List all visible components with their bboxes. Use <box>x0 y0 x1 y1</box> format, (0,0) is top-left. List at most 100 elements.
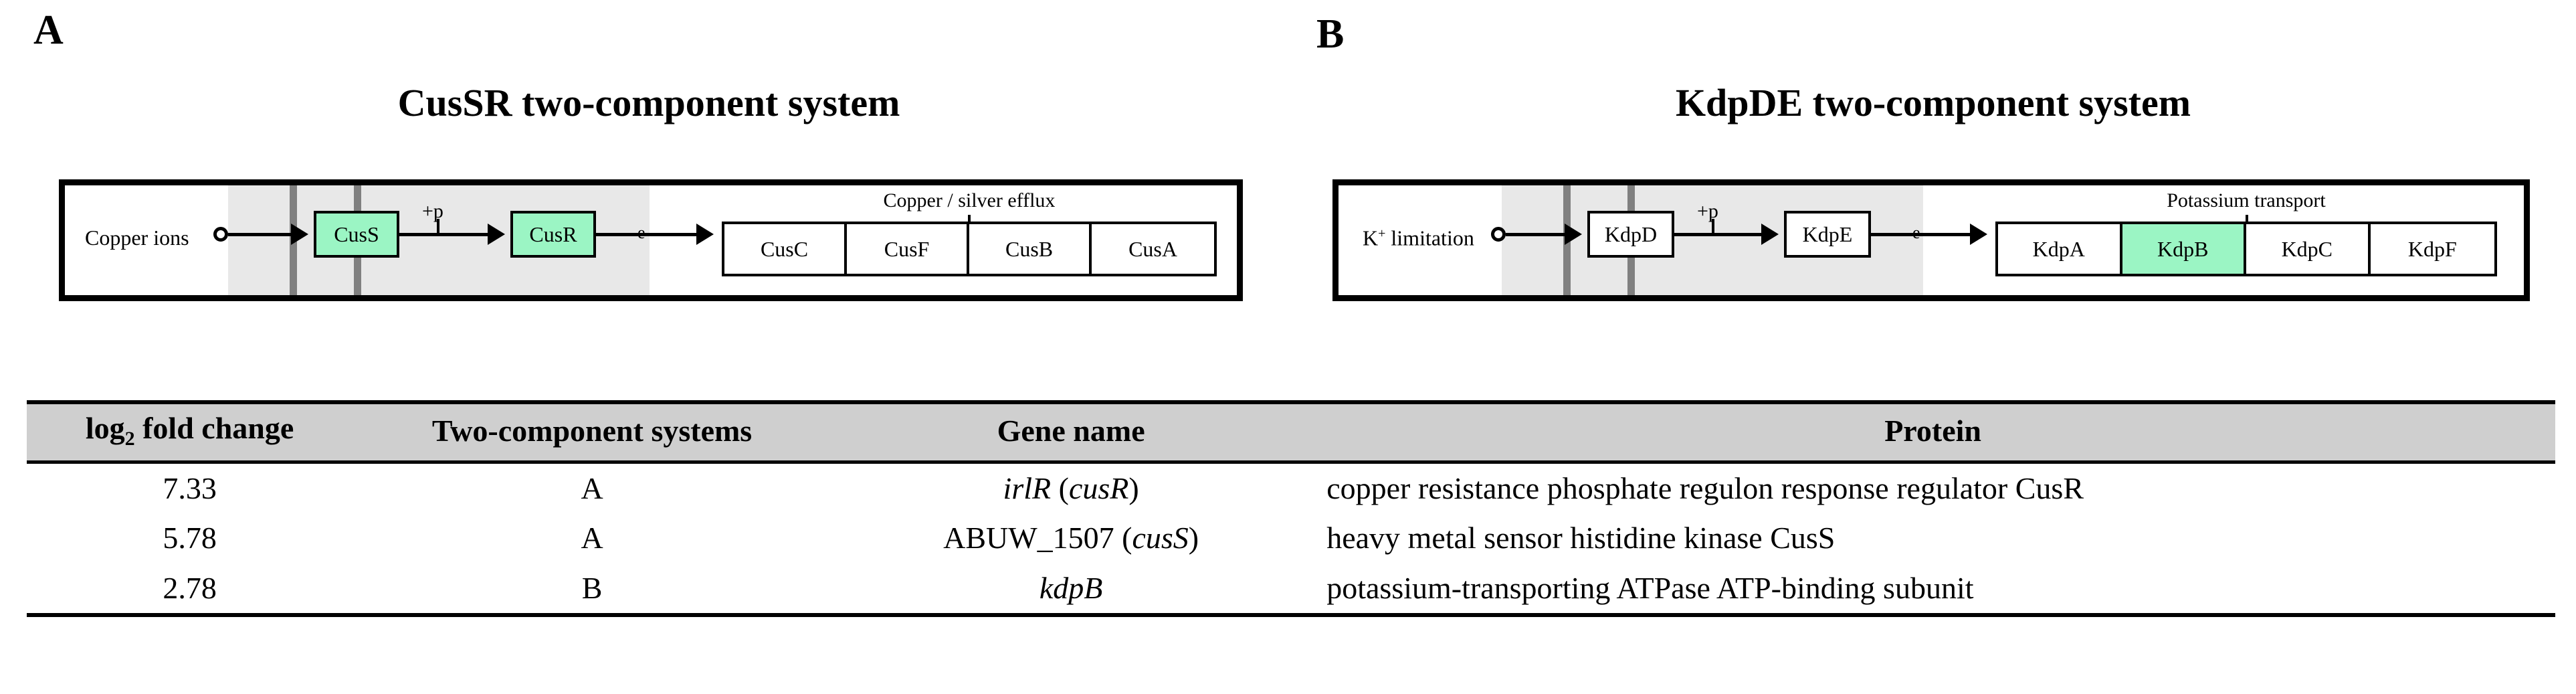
cluster-cell-kdpc: KdpC <box>2246 224 2371 274</box>
gene-plain: ABUW_1507 <box>943 521 1114 555</box>
gene-paren-close: ) <box>1188 521 1199 555</box>
cluster-cell-kdpb: KdpB <box>2122 224 2247 274</box>
node-sensor-cuss: CusS <box>314 211 399 258</box>
cell-tcs: B <box>353 563 832 618</box>
header-subscript: 2 <box>124 428 135 450</box>
cluster-cell-label: KdpB <box>2157 237 2209 261</box>
column-header-fold-change: log2 fold change <box>27 400 353 464</box>
stimulus-text: K <box>1363 226 1379 250</box>
connector-line-to-cluster <box>596 233 698 236</box>
node-label: CusS <box>334 222 379 246</box>
stimulus-circle-icon <box>213 227 228 242</box>
column-header-protein: Protein <box>1310 400 2555 464</box>
panel-letter-b: B <box>1316 11 1345 57</box>
phospho-text: +p <box>1697 200 1718 222</box>
cluster-cell-cusa: CusA <box>1092 224 1215 274</box>
cluster-cell-label: CusB <box>1005 237 1054 261</box>
connector-line-stimulus <box>1506 233 1566 236</box>
cell-gene-name: ABUW_1507 (cusS) <box>831 513 1310 563</box>
cell-protein: heavy metal sensor histidine kinase CusS <box>1326 521 1836 555</box>
cluster-cell-label: KdpF <box>2407 237 2457 261</box>
cluster-cell-label: KdpA <box>2032 237 2085 261</box>
panel-title-b: KdpDE two-component system <box>1675 81 2191 124</box>
table-row: 2.78 B kdpB potassium-transporting ATPas… <box>27 563 2555 618</box>
cell-protein: copper resistance phosphate regulon resp… <box>1326 471 2084 506</box>
stimulus-label-k-limitation: K+ limitation <box>1363 227 1474 249</box>
column-header-tcs: Two-component systems <box>353 400 832 464</box>
arrow-head-to-sensor <box>1565 224 1582 245</box>
phospho-text: +p <box>422 200 443 222</box>
expression-marker-icon: e <box>637 224 646 242</box>
node-sensor-kdpd: KdpD <box>1587 211 1674 258</box>
stimulus-superscript: + <box>1378 226 1386 241</box>
panel-title-a: CusSR two-component system <box>397 81 900 124</box>
cluster-cell-cusb: CusB <box>969 224 1092 274</box>
cluster-cell-cusf: CusF <box>847 224 970 274</box>
cell-tcs: A <box>581 521 603 555</box>
table-header-row: log2 fold change Two-component systems G… <box>27 400 2555 464</box>
pathway-diagram-kdpde: K+ limitation KdpD +p KdpE e Potassium t… <box>1332 179 2530 301</box>
edge-marker-text: e <box>1912 223 1920 242</box>
cluster-cell-kdpa: KdpA <box>1998 224 2122 274</box>
gene-italic: kdpB <box>1039 570 1103 605</box>
arrow-head-to-regulator <box>1761 224 1779 245</box>
edge-marker-text: e <box>637 223 646 242</box>
node-label: KdpD <box>1604 222 1658 246</box>
cell-tcs: A <box>581 471 603 506</box>
column-header-gene-name: Gene name <box>831 400 1311 464</box>
gene-paren-italic: cusS <box>1132 521 1189 555</box>
table-body: 7.33 A irlR (cusR) copper resistance pho… <box>27 462 2555 618</box>
gene-expression-table: log2 fold change Two-component systems G… <box>27 400 2555 618</box>
node-label: CusR <box>529 222 577 246</box>
gene-paren-italic: cusR <box>1068 471 1129 506</box>
cell-fold-change: 7.33 <box>163 471 217 506</box>
stimulus-label-copper-ions: Copper ions <box>85 227 189 248</box>
cluster-cell-label: KdpC <box>2281 237 2333 261</box>
connector-line-stimulus <box>228 233 292 236</box>
panel-letter-a: A <box>33 7 64 53</box>
cluster-title: Copper / silver efflux <box>883 189 1056 211</box>
cell-gene-name: kdpB <box>831 563 1311 618</box>
arrow-head-to-sensor <box>291 224 308 245</box>
connector-line-phospho <box>1674 233 1763 236</box>
pathway-diagram-cussr: Copper ions CusS +p CusR e Copper / silv… <box>59 179 1243 301</box>
cluster-cell-label: CusC <box>760 237 809 261</box>
cluster-cell-label: CusA <box>1128 237 1177 261</box>
arrow-head-to-cluster <box>1970 224 1987 245</box>
table-row: 5.78 A ABUW_1507 (cusS) heavy metal sens… <box>27 513 2555 563</box>
cell-gene-name: irlR (cusR) <box>831 462 1310 514</box>
connector-line-to-cluster <box>1871 233 1971 236</box>
arrow-head-to-regulator <box>488 224 505 245</box>
gene-cluster-copper-silver-efflux: Copper / silver efflux CusC CusF CusB Cu… <box>722 189 1217 279</box>
header-text: log <box>85 411 125 445</box>
cluster-cell-cusc: CusC <box>724 224 848 274</box>
phospho-tick <box>1712 219 1714 234</box>
connector-line-phospho <box>399 233 489 236</box>
arrow-head-to-cluster <box>696 224 714 245</box>
cluster-title: Potassium transport <box>2167 189 2326 211</box>
stimulus-text: Copper ions <box>85 226 189 250</box>
phospho-tick <box>437 219 439 234</box>
node-regulator-kdpe: KdpE <box>1784 211 1871 258</box>
stimulus-circle-icon <box>1491 227 1506 242</box>
table-header: log2 fold change Two-component systems G… <box>27 400 2555 464</box>
cell-protein: potassium-transporting ATPase ATP-bindin… <box>1310 563 2555 618</box>
gene-cluster-potassium-transport: Potassium transport KdpA KdpB KdpC KdpF <box>1995 189 2497 279</box>
cluster-cell-label: CusF <box>884 237 930 261</box>
table-row: 7.33 A irlR (cusR) copper resistance pho… <box>27 462 2555 514</box>
header-text-rest: fold change <box>134 411 294 445</box>
cell-fold-change: 2.78 <box>27 563 353 618</box>
gene-italic: irlR <box>1003 471 1052 506</box>
cluster-row: CusC CusF CusB CusA <box>722 222 1217 276</box>
expression-marker-icon: e <box>1912 224 1920 242</box>
phospho-label-b: +p <box>1697 201 1718 222</box>
stimulus-rest: limitation <box>1385 226 1474 250</box>
gene-paren-close: ) <box>1128 471 1139 506</box>
gene-paren-open: ( <box>1051 471 1069 506</box>
node-regulator-cusr: CusR <box>510 211 596 258</box>
gene-paren-open: ( <box>1114 521 1132 555</box>
node-label: KdpE <box>1802 222 1853 246</box>
cell-fold-change: 5.78 <box>163 521 217 555</box>
cluster-cell-kdpf: KdpF <box>2370 224 2495 274</box>
